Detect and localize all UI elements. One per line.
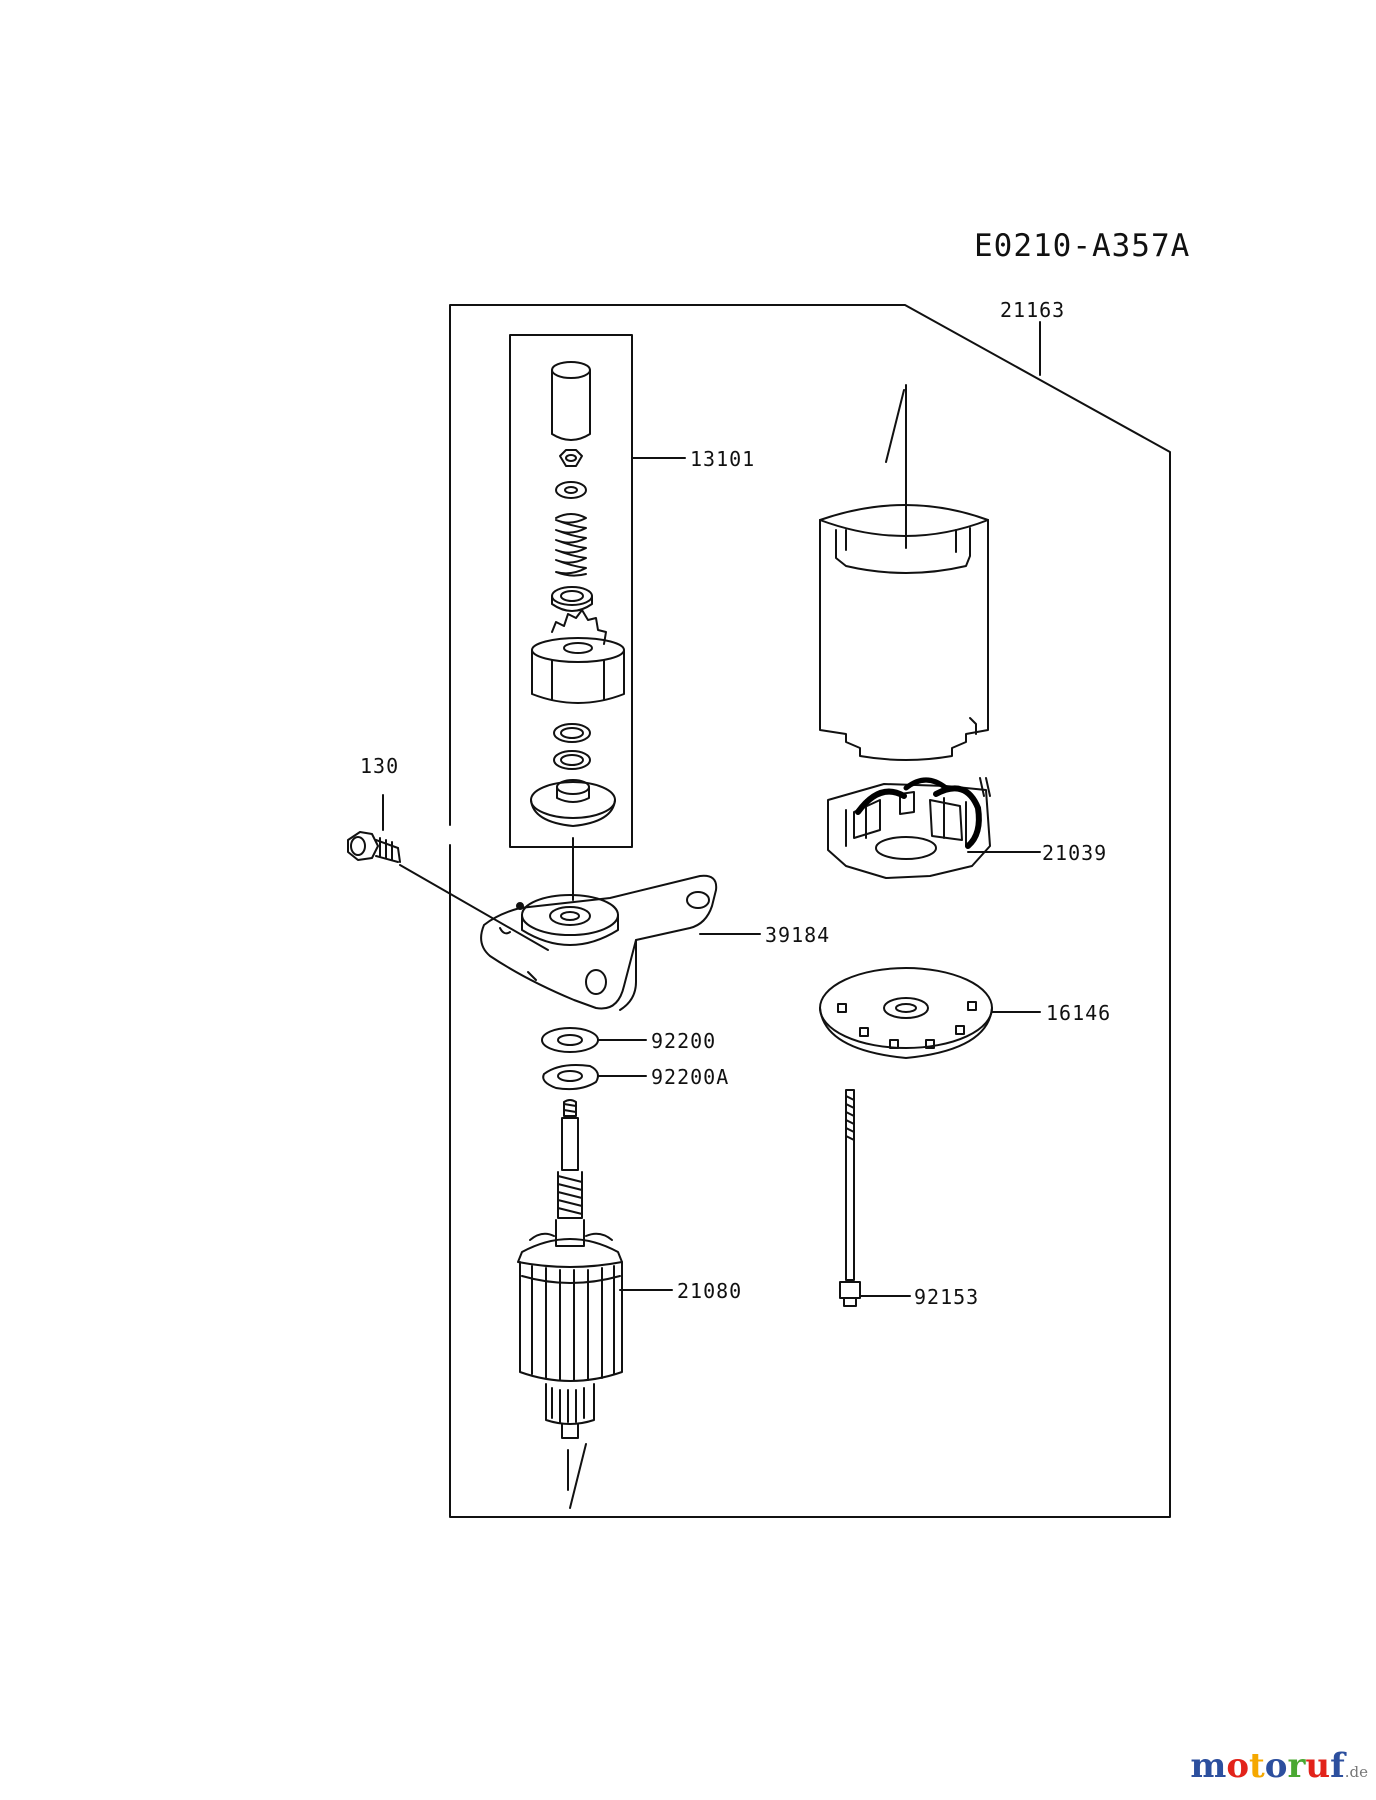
watermark-letter: r — [1287, 1746, 1306, 1786]
pinion-stop-cap — [551, 361, 591, 441]
end-plate — [819, 967, 993, 1059]
armature — [517, 1099, 623, 1439]
yoke-axis-line — [885, 384, 907, 549]
mounting-bracket — [480, 874, 718, 1011]
brush-holder — [827, 777, 991, 879]
motoruf-watermark: motoruf.de — [1190, 1746, 1368, 1786]
through-bolt — [839, 1089, 861, 1307]
part-label-130: 130 — [360, 754, 400, 778]
watermark-letter: t — [1249, 1746, 1265, 1786]
pinion-gear — [531, 609, 625, 704]
part-label-21163: 21163 — [1000, 298, 1066, 322]
yoke-housing — [819, 504, 989, 761]
watermark-letter: u — [1305, 1746, 1331, 1786]
part-label-13101: 13101 — [690, 447, 756, 471]
bolt-130 — [347, 831, 401, 863]
bolt-axis — [399, 864, 549, 951]
part-label-92153: 92153 — [914, 1285, 980, 1309]
watermark-letter: f — [1330, 1746, 1345, 1786]
nut — [559, 449, 583, 467]
watermark-suffix: .de — [1344, 1763, 1368, 1781]
axis-lower — [567, 1443, 587, 1509]
rings — [553, 723, 591, 770]
assembly-boundary — [449, 304, 1171, 1518]
watermark-brand: motoruf — [1190, 1746, 1344, 1786]
washer-92200 — [541, 1027, 599, 1053]
spring-retainer — [551, 586, 593, 612]
washer-92200A — [542, 1064, 599, 1091]
watermark-letter: o — [1226, 1746, 1250, 1786]
part-label-21039: 21039 — [1042, 841, 1108, 865]
part-label-92200A: 92200A — [651, 1065, 730, 1089]
watermark-letter: o — [1264, 1746, 1288, 1786]
watermark-letter: m — [1190, 1746, 1227, 1786]
small-washer — [555, 481, 587, 499]
diagram-code: E0210-A357A — [974, 228, 1191, 264]
clutch-base — [530, 779, 616, 827]
part-label-92200: 92200 — [651, 1029, 717, 1053]
part-label-39184: 39184 — [765, 923, 831, 947]
spring — [555, 513, 587, 577]
part-label-16146: 16146 — [1046, 1001, 1112, 1025]
part-label-21080: 21080 — [677, 1279, 743, 1303]
drive-kit-box — [509, 334, 633, 848]
